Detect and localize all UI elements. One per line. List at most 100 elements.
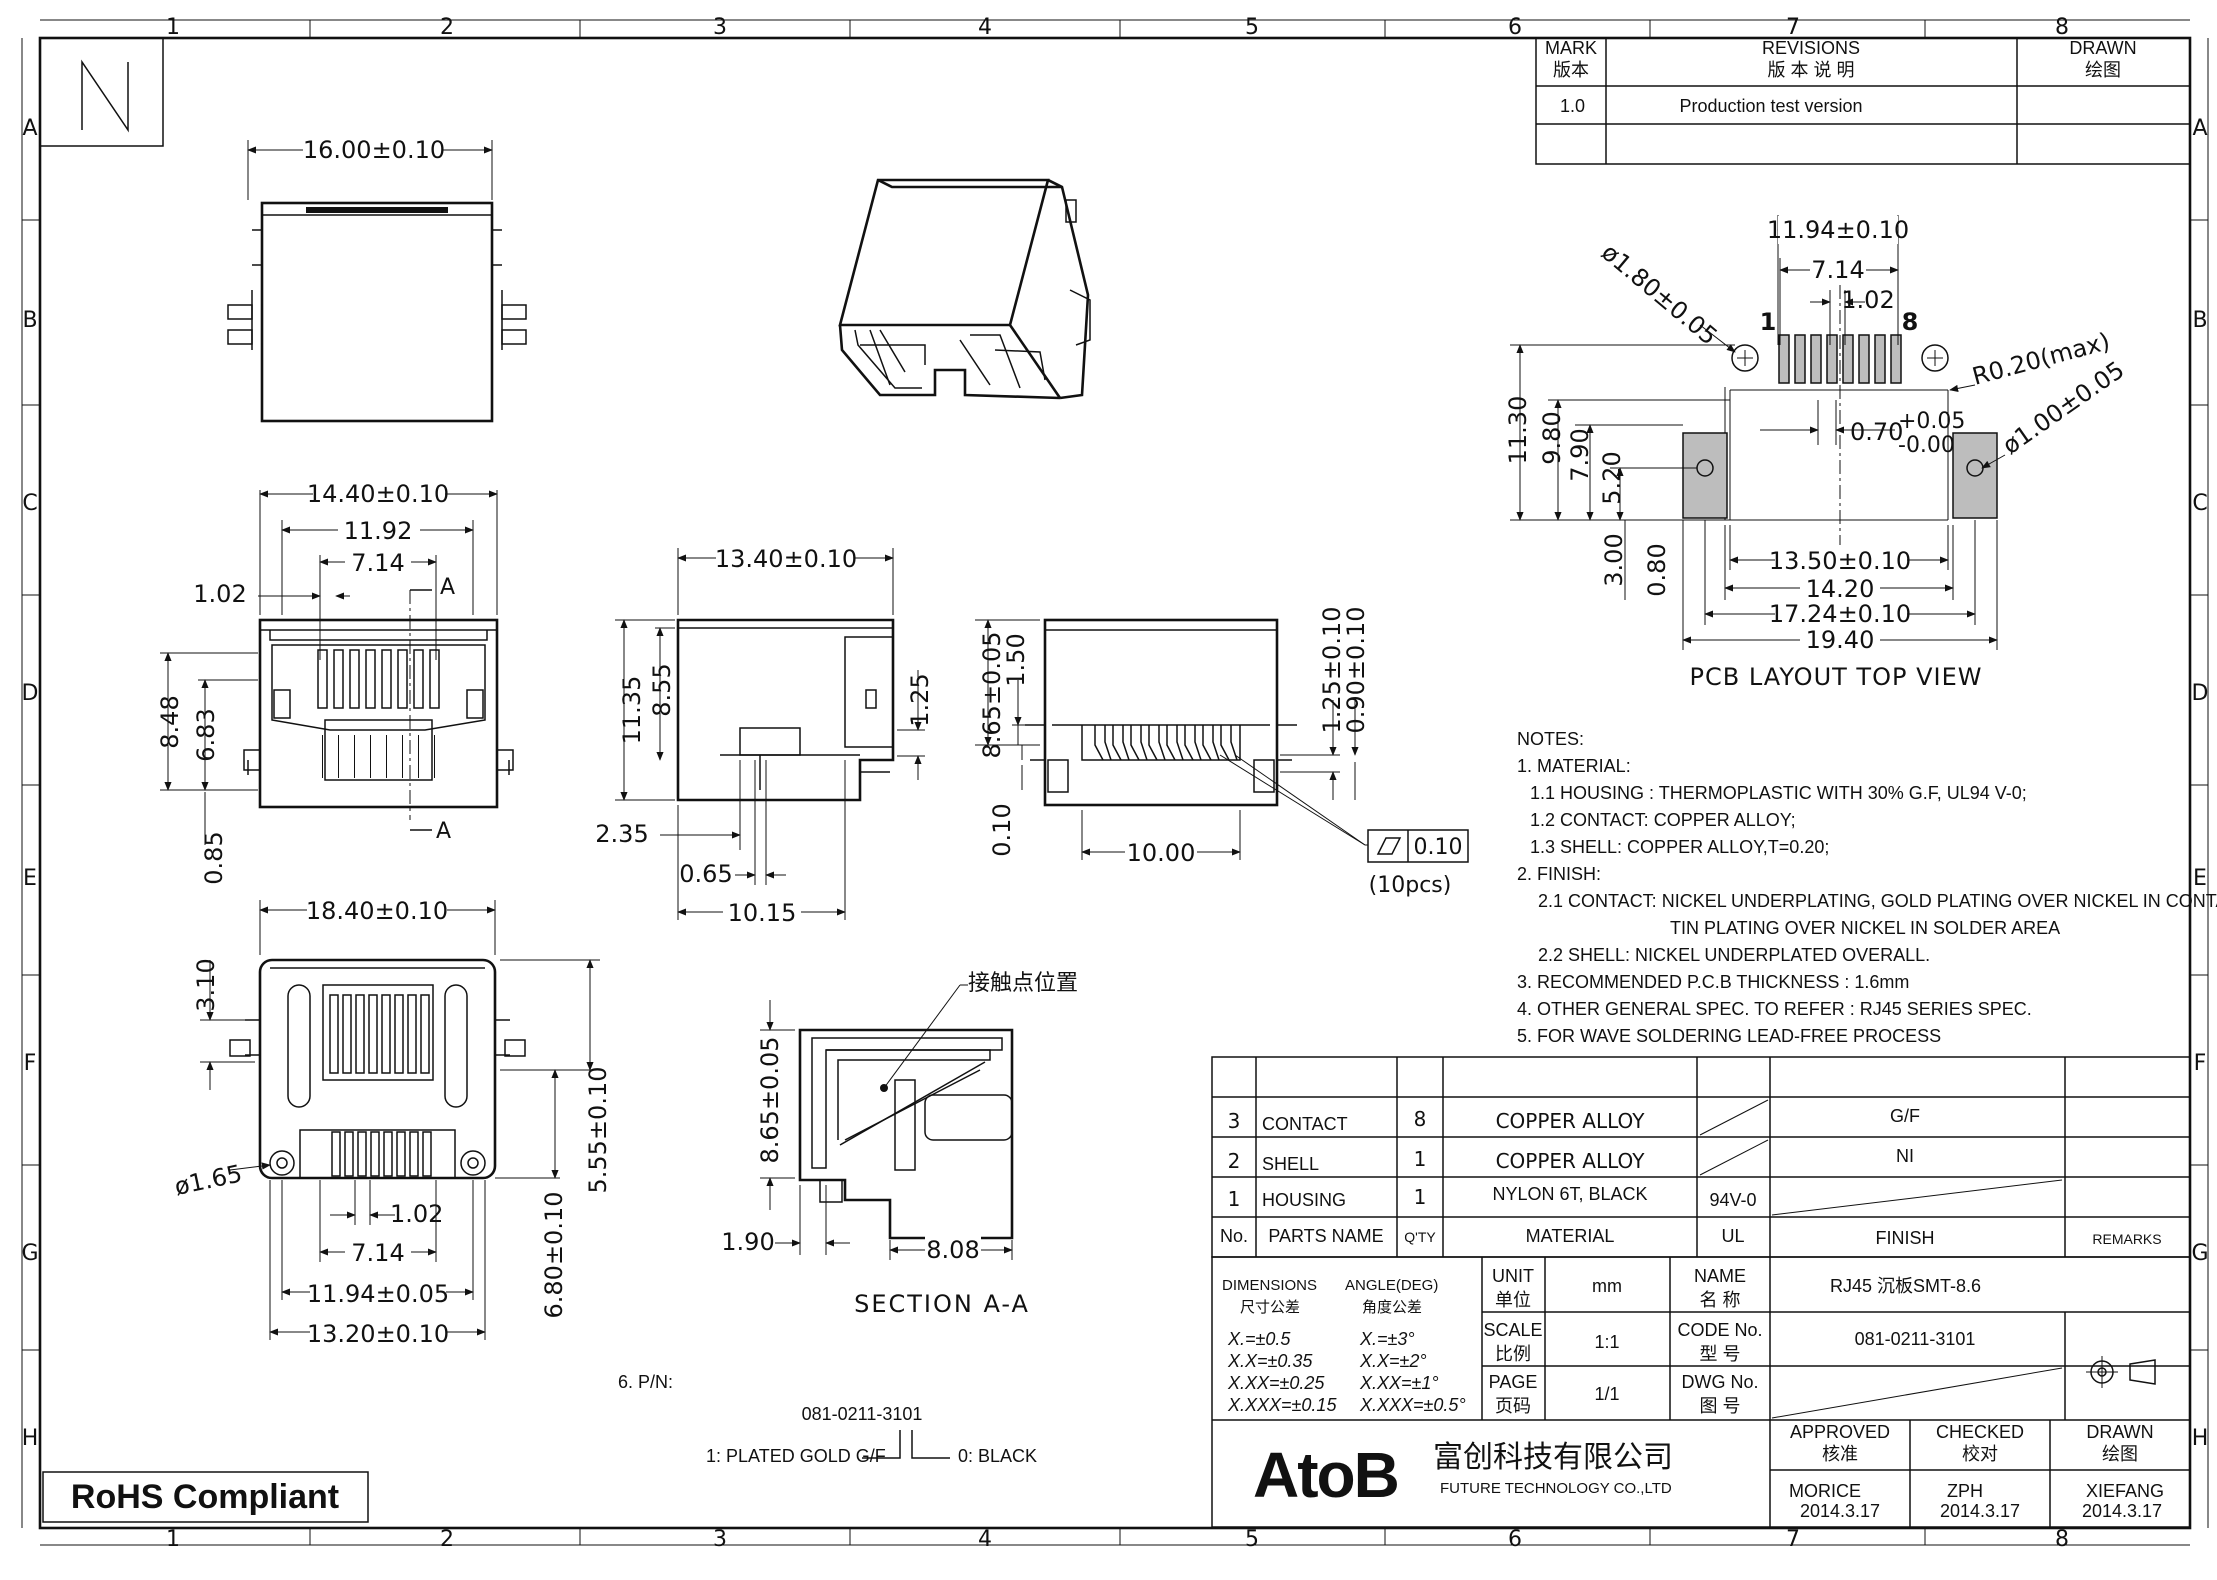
bottom-v2: 6.80±0.10	[540, 1192, 568, 1319]
top-view: 16.00±0.10	[227, 134, 527, 423]
note-2: 1.1 HOUSING : THERMOPLASTIC WITH 30% G.F…	[1530, 783, 2027, 803]
rev-mark-en: MARK	[1545, 38, 1597, 58]
note-7: TIN PLATING OVER NICKEL IN SOLDER AREA	[1670, 918, 2060, 938]
tb-scale-val: 1:1	[1594, 1332, 1619, 1352]
grid-colb-3: 3	[713, 1527, 727, 1552]
grid-col-1: 1	[166, 15, 180, 40]
tb-angle-en: ANGLE(DEG)	[1345, 1277, 1438, 1294]
tb-approved-by: MORICE	[1789, 1481, 1861, 1501]
bottom-d2: 7.14	[351, 1239, 404, 1267]
note-6: 2.1 CONTACT: NICKEL UNDERPLATING, GOLD P…	[1538, 891, 2217, 911]
tb-angle-cn: 角度公差	[1362, 1299, 1422, 1316]
tb-name-en: NAME	[1694, 1266, 1746, 1286]
grid-row-D: D	[22, 681, 39, 706]
pcb-v1: 11.30	[1504, 396, 1532, 465]
pn-right: 0: BLACK	[958, 1446, 1037, 1466]
tb-drawn-date: 2014.3.17	[2082, 1501, 2162, 1521]
grid-col-8: 8	[2055, 15, 2069, 40]
bom-r1-no: 2	[1228, 1149, 1241, 1173]
back-h1: 8.65±0.05	[978, 632, 1006, 759]
note-5: 2. FINISH:	[1517, 864, 1601, 884]
tb-dims-en: DIMENSIONS	[1222, 1277, 1317, 1294]
rohs-label: RoHS Compliant	[71, 1478, 339, 1516]
grid-rowr-H: H	[2192, 1426, 2209, 1451]
tb-ang-3: X.XXX=±0.5°	[1359, 1395, 1466, 1415]
grid-col-5: 5	[1245, 15, 1259, 40]
pcb-hole: ø1.80±0.05	[1596, 238, 1723, 351]
tb-drawn-by: XIEFANG	[2086, 1481, 2164, 1501]
rev-drawn-cn: 绘图	[2085, 60, 2121, 80]
grid-colb-8: 8	[2055, 1527, 2069, 1552]
note-8: 2.2 SHELL: NICKEL UNDERPLATED OVERALL.	[1538, 945, 1930, 965]
tb-unit-cn: 单位	[1495, 1290, 1531, 1310]
bom-r0-fin: G/F	[1890, 1106, 1920, 1126]
side-h3: 1.25	[906, 673, 934, 726]
bom-r0-no: 3	[1228, 1109, 1241, 1133]
tb-page-val: 1/1	[1594, 1384, 1619, 1404]
pcb-v4: 5.20	[1598, 451, 1626, 504]
pcb-b4: 19.40	[1806, 626, 1875, 654]
n-logo	[39, 37, 164, 147]
tb-ang-1: X.X=±2°	[1359, 1351, 1427, 1371]
pcb-pad-dn: -0.00	[1898, 433, 1955, 458]
tb-drawn-en: DRAWN	[2086, 1422, 2153, 1442]
pcb-pad-up: +0.05	[1898, 409, 1965, 434]
notes: NOTES: 1. MATERIAL: 1.1 HOUSING : THERMO…	[1517, 729, 2217, 1046]
grid-row-E: E	[23, 866, 37, 891]
front-view: 14.40±0.10 11.92 7.14 1.02 A A 8.48 6.83…	[156, 478, 514, 885]
bottom-d1: 1.02	[390, 1200, 443, 1228]
grid-col-3: 3	[713, 15, 727, 40]
grid-row-H: H	[22, 1426, 39, 1451]
pcb-b2: 14.20	[1806, 575, 1875, 603]
bom-h-no: No.	[1220, 1226, 1248, 1246]
front-d2: 11.92	[344, 517, 413, 545]
grid-col-4: 4	[978, 15, 992, 40]
grid-row-G: G	[21, 1241, 38, 1266]
grid-rowr-E: E	[2193, 866, 2207, 891]
grid-labels: 1 2 3 4 5 6 7 8 1 2 3 4 5 6 7 8 A B C D …	[21, 15, 2208, 1552]
tb-checked-by: ZPH	[1947, 1481, 1983, 1501]
back-flat: 0.10	[1414, 835, 1463, 860]
section-view: 8.65±0.05 1.90 8.08 接触点位置 SECTION A-A	[721, 971, 1078, 1318]
tb-approved-date: 2014.3.17	[1800, 1501, 1880, 1521]
tb-approved-en: APPROVED	[1790, 1422, 1890, 1442]
grid-colb-7: 7	[1786, 1527, 1800, 1552]
note-1: 1. MATERIAL:	[1517, 756, 1631, 776]
grid-ticks	[22, 20, 2208, 1545]
pcb-layout: 11.94±0.10 7.14 1.02 ø1.80±0.05 1 8 R0.2…	[1504, 215, 2129, 691]
pcb-b1: 13.50±0.10	[1769, 547, 1911, 575]
rohs-box: RoHS Compliant	[42, 1471, 369, 1523]
back-h3: 0.10	[988, 803, 1016, 856]
company-name-en: FUTURE TECHNOLOGY CO.,LTD	[1440, 1480, 1672, 1497]
bottom-view: 18.40±0.10 3.10 ø1.65 1.02 7.14 11.94±0.…	[172, 895, 612, 1348]
front-d4: 1.02	[193, 580, 246, 608]
tb-tol-3: X.XXX=±0.15	[1227, 1395, 1337, 1415]
tb-unit-val: mm	[1592, 1276, 1622, 1296]
tb-code-en: CODE No.	[1677, 1320, 1762, 1340]
front-d1: 14.40±0.10	[307, 480, 449, 508]
tb-scale-cn: 比例	[1495, 1344, 1531, 1364]
note-10: 4. OTHER GENERAL SPEC. TO REFER : RJ45 S…	[1517, 999, 2032, 1019]
tb-tol-1: X.X=±0.35	[1227, 1351, 1313, 1371]
drawing-border	[38, 36, 2192, 1530]
section-h: 8.65±0.05	[756, 1037, 784, 1164]
pcb-v6: 0.80	[1643, 543, 1671, 596]
grid-colb-1: 1	[166, 1527, 180, 1552]
tb-checked-cn: 校对	[1962, 1444, 1998, 1464]
bottom-h1: 3.10	[192, 958, 220, 1011]
tb-page-en: PAGE	[1489, 1372, 1538, 1392]
rev-mark-cn: 版本	[1553, 60, 1589, 80]
tb-ang-0: X.=±3°	[1359, 1329, 1415, 1349]
side-w: 13.40±0.10	[715, 545, 857, 573]
tb-dims-cn: 尺寸公差	[1240, 1299, 1300, 1316]
bottom-hole: ø1.65	[172, 1159, 244, 1201]
back-h5: 0.90±0.10	[1342, 607, 1370, 734]
bom-r1-name: SHELL	[1262, 1154, 1319, 1174]
pcb-pin1: 1	[1760, 308, 1777, 336]
tb-name-val: RJ45 沉板SMT-8.6	[1830, 1276, 1981, 1296]
tb-tol-2: X.XX=±0.25	[1227, 1373, 1325, 1393]
note-9: 3. RECOMMENDED P.C.B THICKNESS : 1.6mm	[1517, 972, 1909, 992]
side-h1: 11.35	[618, 676, 646, 745]
back-view: 8.65±0.05 1.50 0.10 1.25±0.10 0.90±0.10 …	[975, 607, 1469, 898]
